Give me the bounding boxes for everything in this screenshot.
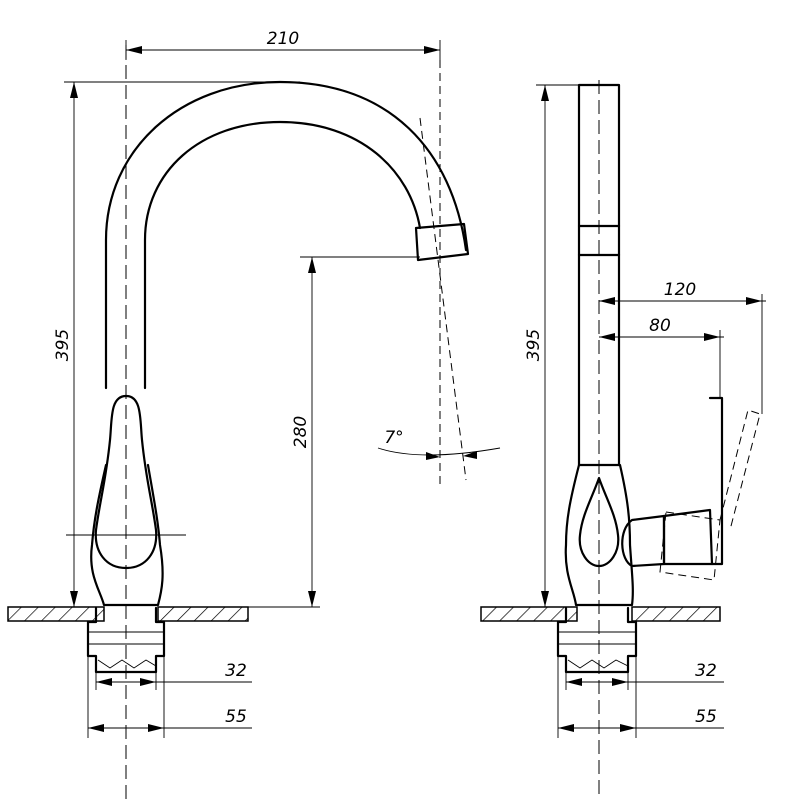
front-shank-nut [97,659,157,669]
front-view: 210 395 280 7° 32 55 [7,29,501,800]
dim-55-front-arrow-left [88,724,104,732]
dim-32-front-arrow-left [96,678,112,686]
dim-210-arrow-left [126,46,142,54]
side-lever-handle [708,396,724,566]
dim-32-front-label: 32 [225,661,247,681]
dim-120-arrow-right [746,297,762,305]
swivel-axis-tilted [419,117,467,481]
dim-395-side-arrow-top [541,85,549,101]
dim-280-arrow-top [308,257,316,273]
side-lever-tilted-handle [719,409,761,531]
dim-80-arrow-right [704,333,720,341]
dim-55-front-label: 55 [225,707,247,727]
side-shank-nut [567,659,629,669]
dim-395-side-arrow-bottom [541,591,549,607]
dim-55-front-arrow-right [148,724,164,732]
dim-395-side-label: 395 [524,329,544,361]
dim-210-label: 210 [267,29,299,49]
front-shank [86,606,166,674]
dim-395-front-arrow-top [70,82,78,98]
side-view: 395 120 80 32 55 [480,80,766,800]
front-deck-hatch-left [7,606,105,622]
dim-55-side-arrow-right [620,724,636,732]
angle-arc [377,447,501,456]
dim-32-front-arrow-right [140,678,156,686]
dim-120-arrow-left [599,297,615,305]
spout-outline [104,80,468,390]
spout-tip [414,222,470,262]
angle-label: 7° [384,428,403,448]
dim-120-label: 120 [664,280,696,300]
dim-210-arrow-right [424,46,440,54]
front-lever-teardrop [94,394,158,570]
side-deck-hatch-right [631,606,721,622]
angle-arrow-left [426,452,440,460]
side-cartridge [621,514,666,568]
side-handle-body [564,463,634,607]
dim-395-front-arrow-bottom [70,591,78,607]
side-teardrop [578,476,620,568]
dim-280-label: 280 [291,416,311,448]
dim-395-front-label: 395 [53,329,73,361]
front-handle-body [90,463,164,607]
dim-55-side-arrow-left [558,724,574,732]
side-spout-column [577,83,621,467]
dim-80-arrow-left [599,333,615,341]
spout-inner-outline [143,120,422,390]
dim-80-label: 80 [649,316,671,336]
dim-55-side-label: 55 [695,707,717,727]
dim-280-arrow-bottom [308,591,316,607]
side-shank [556,606,638,674]
side-deck-hatch-left [480,606,578,622]
angle-arrow-right [463,451,477,459]
dim-32-side-arrow-right [612,678,628,686]
dim-32-side-arrow-left [566,678,582,686]
front-deck-hatch-right [157,606,249,622]
dim-32-side-label: 32 [695,661,717,681]
side-lever-tilted [659,511,721,581]
